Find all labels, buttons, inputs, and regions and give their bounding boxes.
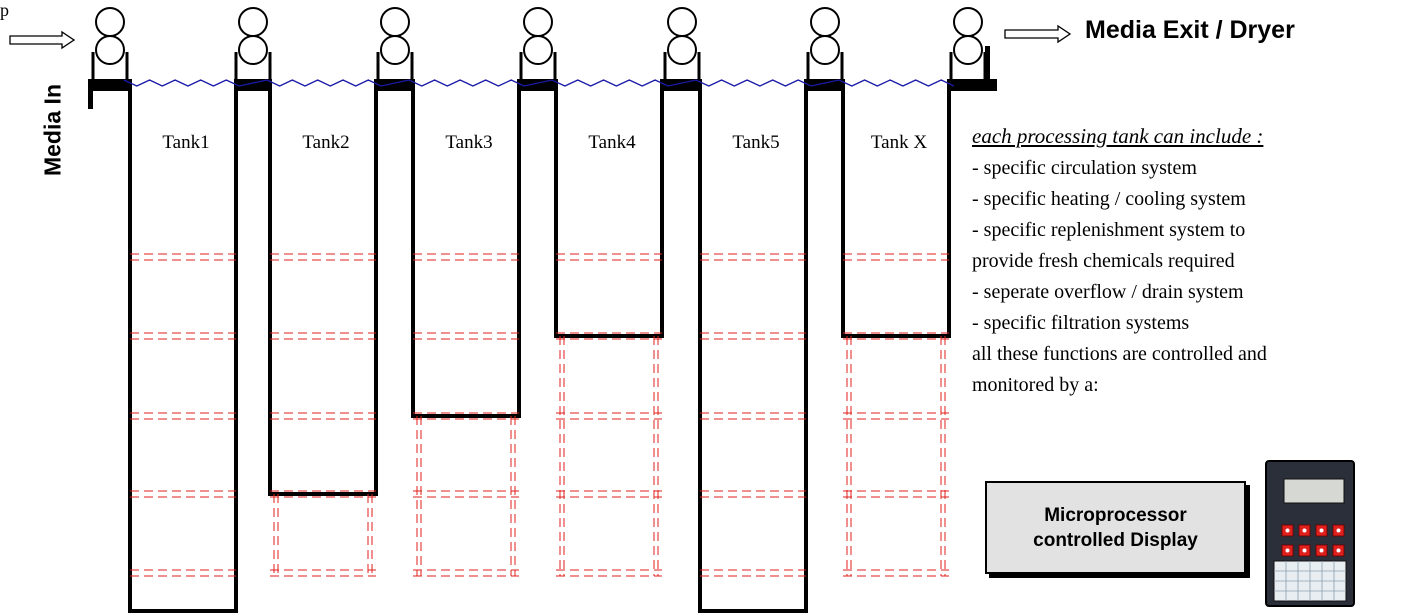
roller-platform	[804, 79, 845, 91]
panel-lcd	[1283, 478, 1345, 504]
media-in-arrow	[9, 30, 76, 50]
tank-label: Tank2	[302, 132, 349, 153]
media-exit-arrow	[1004, 24, 1072, 44]
roller-bracket	[949, 52, 987, 80]
tank-outline	[268, 82, 378, 496]
tank-outline	[841, 82, 951, 338]
roller	[238, 7, 268, 37]
tank-outline	[128, 82, 238, 613]
notes-item: - specific heating / cooling system	[972, 188, 1246, 210]
keypad-button-glyph	[1319, 528, 1324, 533]
roller-bracket	[376, 52, 414, 80]
roller-bracket	[806, 52, 844, 80]
keypad-button-glyph	[1285, 528, 1290, 533]
keypad-button-glyph	[1336, 548, 1341, 553]
tank-label: Tank1	[162, 132, 209, 153]
notes-item: - specific replenishment system to	[972, 219, 1246, 241]
media-path-group	[123, 79, 955, 87]
roller	[953, 7, 983, 37]
roller-platform	[660, 79, 702, 91]
roller-platform-post	[88, 79, 93, 109]
tank-outline	[554, 82, 664, 338]
tank-label: Tank X	[871, 132, 927, 153]
tank-outline	[411, 82, 521, 418]
rollers-group	[91, 7, 987, 80]
display-box-line2: controlled Display	[1033, 529, 1198, 551]
roller	[238, 35, 268, 65]
keypad-button-glyph	[1336, 528, 1341, 533]
roller-platform-post	[985, 46, 990, 91]
roller	[95, 7, 125, 37]
roller	[810, 35, 840, 65]
roller	[523, 7, 553, 37]
notes-item: - specific filtration systems	[972, 312, 1190, 334]
roller	[380, 7, 410, 37]
tank-label: Tank3	[445, 132, 492, 153]
roller	[95, 35, 125, 65]
roller-platform	[517, 79, 558, 91]
media-exit-label: Media Exit / Dryer	[1085, 16, 1295, 44]
keypad-button-glyph	[1302, 548, 1307, 553]
keypad-button-glyph	[1285, 548, 1290, 553]
keypad-button-glyph	[1319, 548, 1324, 553]
media-in-label: Media In	[39, 84, 66, 177]
tanks-group	[88, 46, 997, 613]
media-path	[123, 79, 955, 87]
roller-platform	[374, 79, 415, 91]
roller-bracket	[663, 52, 701, 80]
roller-bracket	[91, 52, 129, 80]
roller	[523, 35, 553, 65]
keypad-button-glyph	[1302, 528, 1307, 533]
features-notes: each processing tank can include : - spe…	[972, 123, 1418, 401]
notes-heading: each processing tank can include :	[972, 124, 1264, 148]
level-markers-group	[130, 253, 949, 577]
microprocessor-display-box: Microprocessor controlled Display	[985, 481, 1246, 574]
tank-labels-group: Tank1 Tank2 Tank3 Tank4 Tank5 Tank X	[162, 132, 927, 153]
roller	[667, 7, 697, 37]
roller	[667, 35, 697, 65]
notes-item: monitored by a:	[972, 374, 1099, 396]
roller-bracket	[234, 52, 272, 80]
roller-bracket	[519, 52, 557, 80]
roller-platform	[950, 79, 988, 85]
notes-item: all these functions are controlled and	[972, 343, 1267, 365]
notes-item: - specific circulation system	[972, 157, 1197, 179]
roller	[953, 35, 983, 65]
roller	[810, 7, 840, 37]
display-box-line1: Microprocessor	[1044, 504, 1187, 526]
notes-item: provide fresh chemicals required	[972, 250, 1235, 272]
roller-platform	[234, 79, 272, 91]
arrows-group	[9, 24, 1072, 50]
tank-label: Tank5	[732, 132, 779, 153]
corner-text: p	[0, 0, 9, 20]
roller-platform	[88, 79, 132, 91]
roller	[380, 35, 410, 65]
tank-outline	[698, 82, 808, 613]
control-panel-device	[1265, 460, 1355, 607]
tank-label: Tank4	[588, 132, 636, 153]
notes-item: - seperate overflow / drain system	[972, 281, 1244, 303]
